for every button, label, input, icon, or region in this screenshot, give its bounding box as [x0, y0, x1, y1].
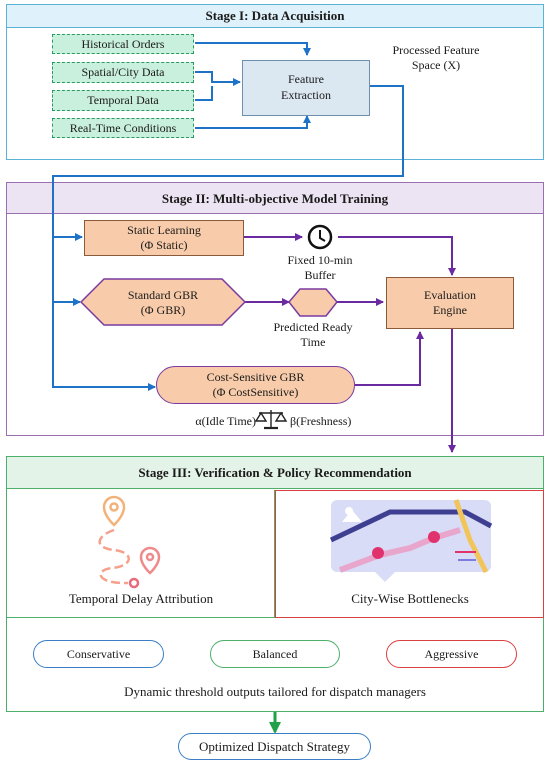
static-learning-box: Static Learning (Φ Static) — [84, 220, 244, 256]
standard-gbr-label: Standard GBR (Φ GBR) — [103, 288, 223, 318]
policy-balanced[interactable]: Balanced — [210, 640, 340, 668]
city-panel — [275, 490, 544, 618]
input-real-time-conditions: Real-Time Conditions — [52, 118, 194, 138]
stage2-title: Stage II: Multi-objective Model Training — [161, 191, 389, 206]
evaluation-engine-line2: Engine — [433, 303, 467, 317]
standard-gbr-line1: Standard GBR — [127, 288, 199, 302]
stage1-panel — [6, 4, 544, 160]
predicted-ready-line2: Time — [300, 335, 326, 349]
static-learning-line2: (Φ Static) — [140, 238, 188, 252]
clock-icon — [307, 224, 333, 250]
city-bottlenecks-label: City-Wise Bottlenecks — [351, 591, 469, 606]
temporal-panel — [7, 490, 275, 618]
predicted-ready-label: Predicted Ready Time — [255, 320, 371, 350]
scale-icon — [254, 410, 288, 430]
stage3-header — [7, 457, 543, 489]
standard-gbr-line2: (Φ GBR) — [140, 303, 186, 317]
stage1-header — [7, 5, 543, 28]
map-navigation-icon — [329, 499, 493, 582]
static-learning-line1: Static Learning — [127, 223, 201, 237]
input-temporal-data: Temporal Data — [52, 90, 194, 111]
policy-aggressive[interactable]: Aggressive — [386, 640, 517, 668]
processed-feature-line2: Space (X) — [411, 58, 461, 72]
feature-extraction-line1: Feature — [288, 72, 324, 87]
map-pin-route-icon — [98, 495, 161, 589]
fixed-buffer-line1: Fixed 10-min — [287, 253, 353, 267]
stage2-header — [7, 183, 543, 214]
cost-sensitive-gbr-box: Cost-Sensitive GBR (Φ CostSensitive) — [156, 366, 355, 404]
optimized-dispatch-strategy: Optimized Dispatch Strategy — [178, 733, 371, 760]
predicted-ready-hexagon — [288, 288, 338, 317]
processed-feature-label: Processed Feature Space (X) — [376, 43, 496, 73]
stage3-title: Stage III: Verification & Policy Recomme… — [138, 465, 412, 480]
processed-feature-line1: Processed Feature — [392, 43, 480, 57]
beta-label: β(Freshness) — [290, 414, 352, 428]
stage1-title: Stage I: Data Acquisition — [205, 8, 345, 23]
input-historical-orders: Historical Orders — [52, 34, 194, 54]
temporal-delay-label: Temporal Delay Attribution — [68, 591, 214, 606]
cost-sensitive-line2: (Φ CostSensitive) — [212, 385, 299, 399]
predicted-ready-line1: Predicted Ready — [273, 320, 353, 334]
policy-conservative[interactable]: Conservative — [33, 640, 164, 668]
stage3-caption: Dynamic threshold outputs tailored for d… — [124, 684, 426, 699]
stage2-panel — [6, 182, 544, 436]
standard-gbr-hexagon — [79, 278, 247, 326]
fixed-buffer-label: Fixed 10-min Buffer — [270, 253, 370, 283]
feature-extraction-line2: Extraction — [281, 88, 331, 102]
feature-extraction-box: Feature Extraction — [242, 60, 370, 116]
cost-sensitive-line1: Cost-Sensitive GBR — [206, 370, 305, 384]
fixed-buffer-line2: Buffer — [304, 268, 336, 282]
evaluation-engine-box: Evaluation Engine — [386, 277, 514, 329]
evaluation-engine-line1: Evaluation — [424, 288, 476, 302]
alpha-label: α(Idle Time) — [195, 414, 256, 428]
input-spatial-city-data: Spatial/City Data — [52, 62, 194, 83]
